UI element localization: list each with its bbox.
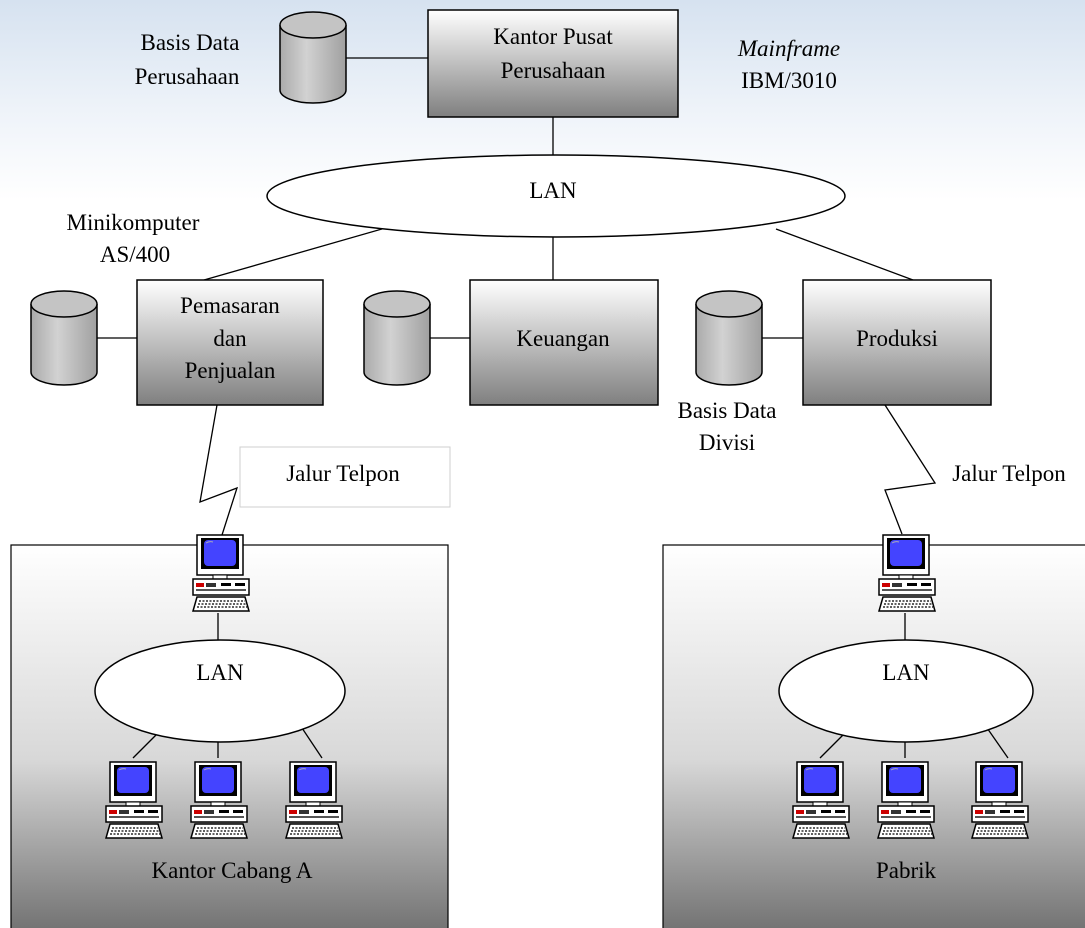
finance-label: Keuangan [516,326,610,351]
computer-icon [192,534,250,612]
db-division-line2: Divisi [699,430,755,455]
branch-lan-ellipse [94,639,346,743]
computer-icon [792,761,850,839]
marketing-label-line1: Pemasaran [180,293,280,318]
db-corporate-line1: Basis Data [140,30,239,55]
marketing-box [136,279,324,406]
minicomputer-label-line2: AS/400 [100,242,170,267]
main-lan-label: LAN [529,178,577,203]
computer-icon [878,534,936,612]
computer-icon [285,761,343,839]
database-icon [30,290,98,386]
phone-line-right-label: Jalur Telpon [952,461,1066,486]
main-lan-ellipse [266,154,846,238]
factory-lan-ellipse [778,639,1034,743]
mainframe-label: Mainframe [737,36,840,61]
computer-icon [877,761,935,839]
computer-icon [105,761,163,839]
hq-label-line1: Kantor Pusat [493,24,613,49]
db-corporate-line2: Perusahaan [135,64,240,89]
marketing-label-line2: dan [213,326,247,351]
hq-box [427,9,679,118]
factory-lan-label: LAN [882,660,930,685]
database-icon [279,11,347,104]
phone-line-label-box [239,446,451,508]
mainframe-model-label: IBM/3010 [741,68,837,93]
marketing-label-line3: Penjualan [185,358,276,383]
minicomputer-label-line1: Minikomputer [67,210,200,235]
db-division-line1: Basis Data [677,398,776,423]
factory-area-label: Pabrik [876,858,937,883]
production-label: Produksi [856,326,938,351]
production-box [802,279,992,406]
phone-line-left-label: Jalur Telpon [286,461,400,486]
hq-label-line2: Perusahaan [501,58,606,83]
branch-area-label: Kantor Cabang A [152,858,313,883]
connections [97,57,1009,759]
database-icon [363,290,431,386]
computer-icon [190,761,248,839]
database-icon [695,290,763,386]
branch-lan-label: LAN [196,660,244,685]
finance-box [469,279,659,406]
computer-icon [971,761,1029,839]
